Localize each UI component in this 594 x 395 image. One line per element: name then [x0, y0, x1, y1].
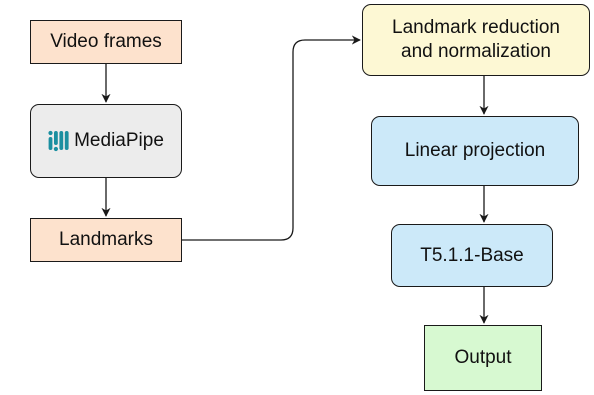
landmark-reduction-line2: and normalization: [401, 41, 551, 62]
landmark-reduction-node: Landmark reduction and normalization: [362, 4, 590, 76]
linear-projection-node: Linear projection: [371, 116, 579, 186]
landmarks-node: Landmarks: [30, 218, 182, 262]
landmark-reduction-line1: Landmark reduction: [392, 17, 560, 38]
linear-projection-label: Linear projection: [404, 140, 546, 161]
landmarks-label: Landmarks: [59, 229, 153, 250]
mediapipe-label-group: MediaPipe: [48, 129, 164, 153]
video-frames-label: Video frames: [50, 31, 162, 52]
t5-base-node: T5.1.1-Base: [391, 224, 553, 287]
arrow-landmarks-to-reduction: [181, 35, 361, 241]
mediapipe-node: MediaPipe: [30, 104, 182, 178]
video-frames-node: Video frames: [30, 20, 182, 64]
output-label: Output: [454, 347, 512, 368]
mediapipe-logo-icon: [48, 130, 69, 152]
landmark-reduction-text: Landmark reduction and normalization: [392, 16, 560, 64]
t5-base-label: T5.1.1-Base: [420, 244, 524, 266]
output-node: Output: [424, 325, 542, 391]
mediapipe-label: MediaPipe: [74, 130, 164, 151]
